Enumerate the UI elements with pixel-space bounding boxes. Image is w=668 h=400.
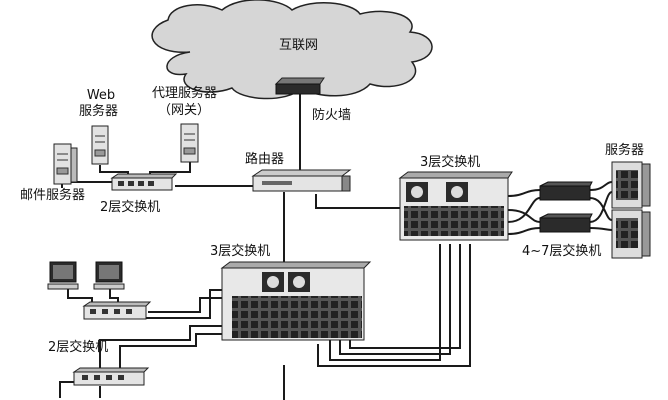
desktop-computer-right-icon [93,261,125,290]
server-rack-upper-icon [611,161,651,209]
l4-7-switch-lower-icon [539,213,593,233]
l3-switch-right-chassis-icon [398,171,513,241]
proxy-server-tower-icon [180,123,199,163]
l3-switch-right-label: 3层交换机 [420,155,481,170]
mail-server-tower-icon [53,143,78,185]
web-server-label-line2: 服务器 [79,104,119,119]
l3-switch-center-label: 3层交换机 [210,244,271,259]
l2-switch-middle-icon [82,301,152,320]
router-device-icon [251,169,352,192]
mail-server-label: 邮件服务器 [20,188,86,203]
internet-cloud-icon [151,0,433,100]
server-rack-lower-icon [611,209,651,259]
l2-switch-top-icon [110,173,178,191]
l3-switch-center-chassis-icon [220,261,372,341]
web-server-tower-icon [91,125,109,165]
servers-label: 服务器 [605,143,645,158]
proxy-server-label-line2: （网关） [158,103,211,118]
internet-label: 互联网 [279,38,319,53]
proxy-server-label-line1: 代理服务器 [152,86,218,101]
router-label: 路由器 [245,152,285,167]
l2-switch-top-label: 2层交换机 [100,200,161,215]
web-server-label-line1: Web [86,88,116,103]
firewall-device-icon [274,77,325,95]
firewall-label: 防火墙 [312,108,352,123]
desktop-computer-left-icon [47,261,79,290]
l4-7-switch-label: 4~7层交换机 [522,244,602,259]
l2-switch-bottom-icon [72,367,150,386]
l2-switch-bottom-label: 2层交换机 [48,340,109,355]
l4-7-switch-upper-icon [539,181,593,201]
